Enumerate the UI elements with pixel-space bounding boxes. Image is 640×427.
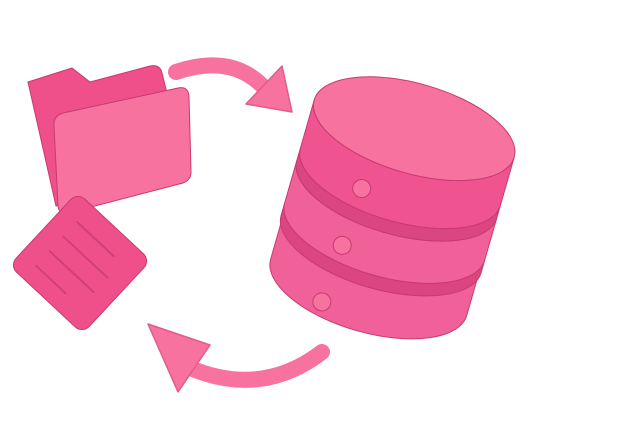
- document-icon: [12, 195, 148, 331]
- database-indicator-2: [332, 235, 352, 255]
- database-icon: [269, 76, 516, 340]
- folder-icon: [27, 65, 192, 214]
- sync-arrow-top-icon: [168, 57, 293, 113]
- document-lines: [35, 221, 115, 295]
- database-indicator-3: [312, 292, 332, 312]
- database-top: [312, 76, 516, 182]
- database-indicator-1: [352, 179, 372, 199]
- sync-arrow-bottom-icon: [147, 323, 330, 393]
